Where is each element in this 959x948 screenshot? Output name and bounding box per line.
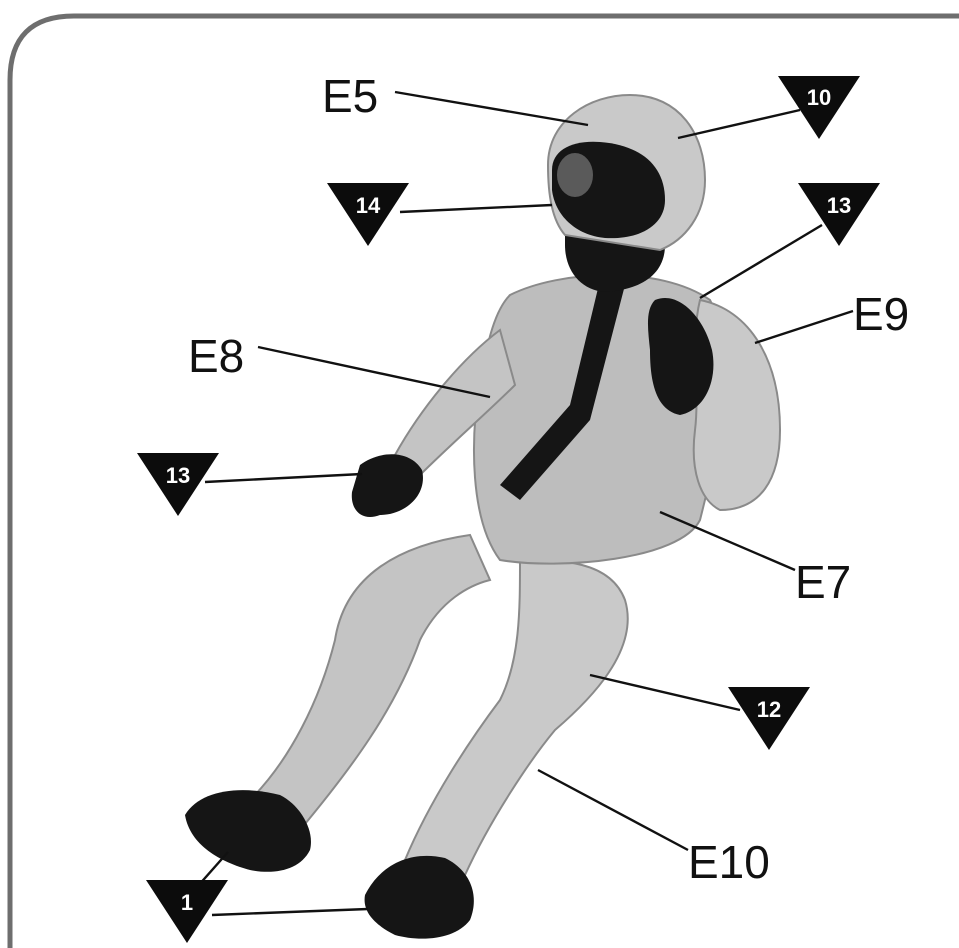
leader-line-e10	[538, 770, 688, 850]
marker-13-left: 13	[137, 453, 219, 516]
label-e7: E7	[795, 556, 851, 608]
leader-line-e9	[755, 311, 853, 343]
marker-10-number: 10	[807, 85, 831, 110]
marker-14: 14	[327, 183, 409, 246]
marker-14-number: 14	[356, 193, 381, 218]
label-e5: E5	[322, 70, 378, 122]
marker-13-right-number: 13	[827, 193, 851, 218]
marker-1-number: 1	[181, 890, 193, 915]
marker-12: 12	[728, 687, 810, 750]
figure-visor-highlight	[557, 153, 593, 197]
marker-13-left-number: 13	[166, 463, 190, 488]
leader-line-14	[400, 205, 552, 212]
marker-10: 10	[778, 76, 860, 139]
marker-13-right: 13	[798, 183, 880, 246]
leader-line-1-lower	[212, 909, 368, 915]
leader-line-13-left	[205, 474, 362, 482]
leader-line-e5	[395, 92, 588, 125]
label-e9: E9	[853, 288, 909, 340]
label-e8: E8	[188, 330, 244, 382]
leader-line-13-right	[700, 225, 822, 298]
leader-line-e7	[660, 512, 795, 570]
leader-line-10	[678, 110, 800, 138]
leader-line-12	[590, 675, 740, 710]
figure-right-boot	[365, 856, 474, 939]
label-e10: E10	[688, 836, 770, 888]
figure-right-arm	[694, 300, 780, 510]
marker-1: 1	[146, 880, 228, 943]
marker-12-number: 12	[757, 697, 781, 722]
figure-left-glove	[352, 454, 423, 517]
pilot-figure	[185, 95, 780, 939]
